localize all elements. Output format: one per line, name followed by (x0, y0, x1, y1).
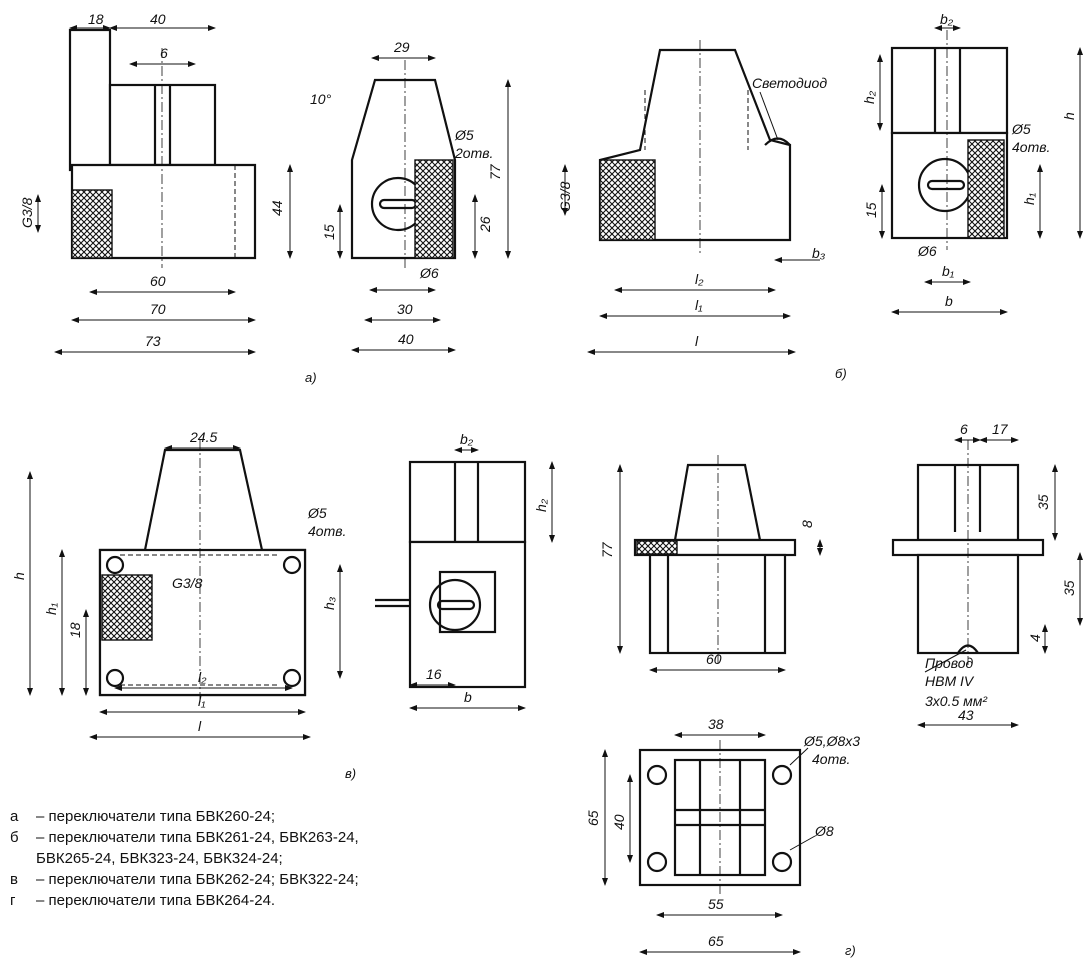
dim-d-65-bottom: 65 (708, 933, 724, 949)
view-b-front: Светодиод G3/8 b₃ l₂ l₁ l б) (557, 40, 847, 381)
dim-b-d5: Ø5 (1011, 121, 1031, 137)
dim-d-35-bottom: 35 (1061, 580, 1077, 596)
dim-c-h1: h₁ (43, 602, 59, 615)
legend-item: а – переключатели типа БВК260-24; (10, 806, 556, 827)
dim-d-4otv: 4отв. (812, 751, 850, 767)
label-b-svetodiod: Светодиод (752, 75, 827, 91)
dim-d-38: 38 (708, 716, 724, 732)
dim-a-73: 73 (145, 333, 161, 349)
dim-d-35-top: 35 (1035, 494, 1051, 510)
dim-b-l: l (695, 333, 699, 349)
view-a-front: 18 40 6 44 60 70 73 G3/8 (19, 11, 293, 355)
dim-c-h: h (11, 572, 27, 580)
dim-a-77: 77 (487, 163, 503, 180)
dim-a-30: 30 (397, 301, 413, 317)
dim-b-l2: l₂ (695, 271, 704, 287)
dim-c-l: l (198, 718, 202, 734)
view-c-side: b₂ h₂ 16 b (375, 431, 555, 711)
dim-a-44: 44 (269, 200, 285, 216)
legend: а – переключатели типа БВК260-24; б – пе… (10, 806, 556, 911)
legend-text: – переключатели типа БВК262-24; БВК322-2… (36, 871, 359, 888)
dim-c-24-5: 24.5 (189, 429, 217, 445)
legend-key (10, 848, 36, 869)
dim-a-70: 70 (150, 301, 166, 317)
dim-c-h3: h₃ (321, 596, 337, 610)
dim-a-60: 60 (150, 273, 166, 289)
view-b-side: b₂ h₂ h Ø5 4отв. h₁ 15 Ø6 b₁ b (861, 11, 1083, 315)
dim-a-6: 6 (160, 45, 168, 61)
dim-d-8: 8 (799, 520, 815, 528)
label-d-nvm: НВМ IV (925, 673, 975, 689)
legend-item: БВК265-24, БВК323-24, БВК324-24; (10, 848, 556, 869)
dim-d-43: 43 (958, 707, 974, 723)
legend-text: – переключатели типа БВК261-24, БВК263-2… (36, 829, 359, 846)
dim-d-d5d8: Ø5,Ø8х3 (803, 733, 860, 749)
dim-d-40: 40 (611, 814, 627, 830)
dim-c-b2: b₂ (460, 431, 474, 447)
dim-d-6: 6 (960, 421, 968, 437)
legend-key: а (10, 808, 19, 825)
legend-item: б – переключатели типа БВК261-24, БВК263… (10, 827, 556, 848)
legend-key: в (10, 871, 18, 888)
dim-d-65-left: 65 (585, 810, 601, 826)
dim-d-60: 60 (706, 651, 722, 667)
dim-a-d5: Ø5 (454, 127, 474, 143)
dim-b-l1: l₁ (695, 297, 703, 313)
dim-a-2otv: 2отв. (454, 145, 493, 161)
dim-b-4otv: 4отв. (1012, 139, 1050, 155)
dim-b-h1: h₁ (1021, 192, 1037, 205)
caption-a: а) (305, 370, 317, 385)
dim-c-d5: Ø5 (307, 505, 327, 521)
dim-b-15: 15 (863, 202, 879, 218)
dim-a-29: 29 (393, 39, 410, 55)
caption-b: б) (835, 366, 847, 381)
dim-c-h2: h₂ (533, 498, 549, 512)
dim-d-4: 4 (1027, 634, 1043, 642)
dim-d-77: 77 (599, 541, 615, 558)
dim-b-g38: G3/8 (557, 181, 573, 212)
view-d-side: 6 17 35 35 4 Провод НВМ IV 3х0.5 мм² 43 (891, 421, 1083, 728)
legend-text: БВК265-24, БВК323-24, БВК324-24; (36, 850, 283, 867)
dim-a-g38: G3/8 (19, 197, 35, 228)
view-a-side: 29 10° Ø5 2отв. 15 26 77 Ø6 30 40 а) (305, 39, 511, 385)
dim-c-l1: l₁ (198, 693, 206, 709)
dim-a-18: 18 (88, 11, 104, 27)
legend-text: – переключатели типа БВК264-24. (36, 892, 276, 909)
dim-c-4otv: 4отв. (308, 523, 346, 539)
dim-c-16: 16 (426, 666, 442, 682)
dim-a-40-top: 40 (150, 11, 166, 27)
dim-b-b: b (945, 293, 953, 309)
caption-d: г) (845, 943, 856, 958)
dim-d-55: 55 (708, 896, 724, 912)
view-c-front: 24.5 Ø5 4отв. G3/8 h h₁ 18 h₃ l₂ l₁ l в) (11, 429, 356, 781)
legend-key: г (10, 892, 16, 909)
dim-b-b2: b₂ (940, 11, 954, 27)
caption-c: в) (345, 766, 356, 781)
dim-a-10deg: 10° (310, 91, 332, 107)
dim-b-h2: h₂ (861, 90, 877, 104)
dim-d-d8: Ø8 (814, 823, 834, 839)
dim-b-b3: b₃ (812, 245, 826, 261)
legend-item: в – переключатели типа БВК262-24; БВК322… (10, 869, 556, 890)
legend-key: б (10, 829, 19, 846)
dim-b-d6: Ø6 (917, 243, 937, 259)
label-d-section: 3х0.5 мм² (925, 693, 988, 709)
dim-a-40-bottom: 40 (398, 331, 414, 347)
dim-a-15: 15 (321, 224, 337, 240)
legend-item: г – переключатели типа БВК264-24. (10, 890, 556, 911)
dim-c-18: 18 (67, 622, 83, 638)
dim-b-h: h (1061, 112, 1077, 120)
legend-text: – переключатели типа БВК260-24; (36, 808, 276, 825)
label-d-provod: Провод (925, 655, 974, 671)
view-d-plan: 38 Ø5,Ø8х3 4отв. 65 40 Ø8 55 65 г) (585, 716, 860, 958)
dim-c-l2: l₂ (198, 669, 207, 685)
view-d-front: 8 77 60 (599, 455, 823, 673)
dim-b-b1: b₁ (942, 263, 955, 279)
dim-a-26: 26 (477, 216, 493, 233)
dim-a-d6: Ø6 (419, 265, 439, 281)
dim-c-g38: G3/8 (172, 575, 203, 591)
dim-d-17: 17 (992, 421, 1009, 437)
dim-c-b: b (464, 689, 472, 705)
